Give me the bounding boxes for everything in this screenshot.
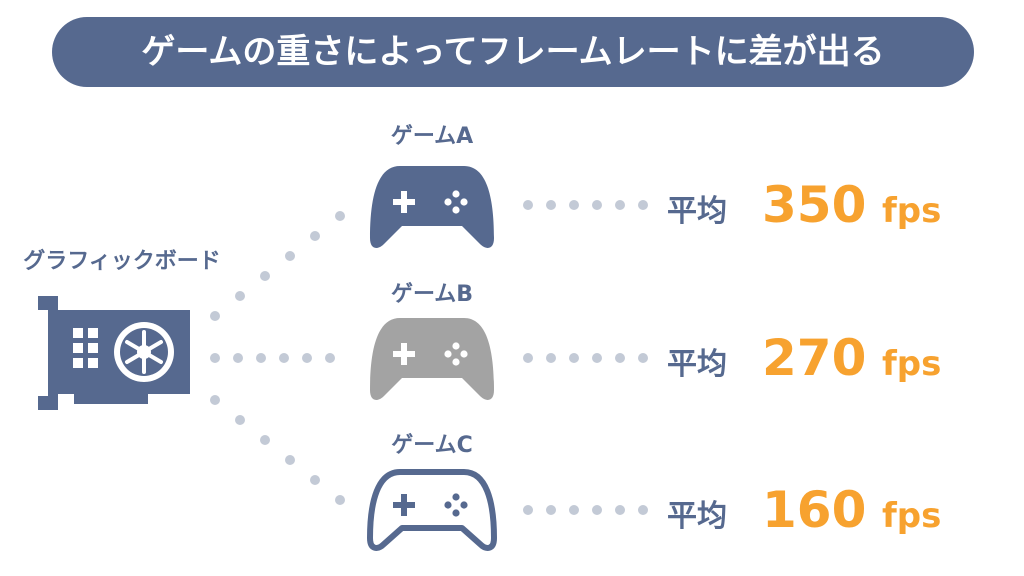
game-b-dots xyxy=(523,353,648,363)
game-c-dots xyxy=(523,505,648,515)
game-a-fps-unit: fps xyxy=(882,191,941,231)
game-a-fps-value: 350 xyxy=(762,176,866,234)
gamepad-icon xyxy=(370,166,494,248)
game-b-fps-unit: fps xyxy=(882,344,941,384)
game-b-average-label: 平均 xyxy=(667,347,727,382)
title-banner: ゲームの重さによってフレームレートに差が出る xyxy=(52,17,974,87)
game-c-average-label: 平均 xyxy=(667,499,727,534)
game-c-row: ゲームC 平均 160 fps xyxy=(367,433,941,551)
game-b-row: ゲームB 平均 270 fps xyxy=(370,282,941,400)
game-c-label: ゲームC xyxy=(391,433,473,458)
game-a-label: ゲームA xyxy=(391,124,473,149)
game-c-fps-unit: fps xyxy=(882,496,941,536)
gamepad-icon xyxy=(367,469,497,551)
gamepad-icon xyxy=(370,318,494,400)
page-title: ゲームの重さによってフレームレートに差が出る xyxy=(141,32,884,72)
title-banner-background xyxy=(52,17,974,87)
game-b-label: ゲームB xyxy=(391,282,473,307)
game-a-average-label: 平均 xyxy=(667,194,727,229)
game-c-fps-value: 160 xyxy=(762,481,866,539)
game-a-dots xyxy=(523,200,648,210)
graphics-board: グラフィックボード xyxy=(23,248,221,410)
connector-dots-board-to-games xyxy=(210,211,345,505)
game-b-fps-value: 270 xyxy=(762,329,866,387)
graphics-board-label: グラフィックボード xyxy=(23,248,221,274)
game-a-row: ゲームA 平均 350 fps xyxy=(370,124,941,248)
graphics-card-icon xyxy=(38,296,190,410)
